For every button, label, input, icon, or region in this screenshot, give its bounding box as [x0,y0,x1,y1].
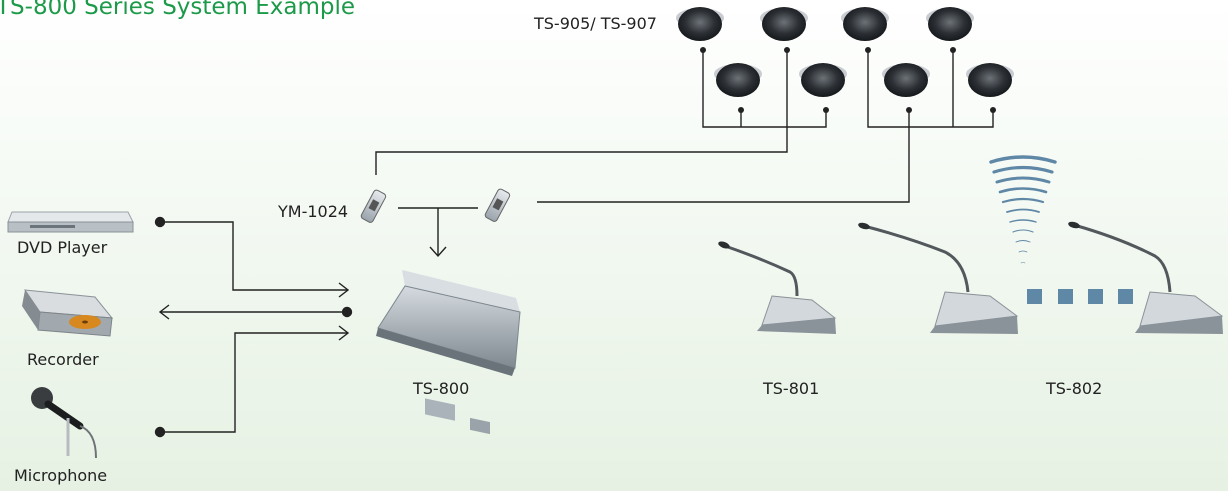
ts800-label: TS-800 [413,379,470,398]
speaker-wiring [375,50,994,203]
speaker-icon [841,7,889,53]
ts801-unit-icon [718,241,837,334]
speakers-label: TS-905/ TS-907 [534,14,657,33]
daisy-chain-dots [1027,289,1133,304]
wireless-signal-icon [989,155,1057,264]
bus-line [398,207,478,258]
recorder-icon [22,289,114,337]
dvd-player-label: DVD Player [17,238,108,257]
speaker-icon [966,63,1014,113]
speaker-icon [926,7,974,53]
ym1024-label: YM-1024 [278,202,349,221]
dvd-player-icon [7,211,134,233]
source-wiring [154,216,353,438]
microphone-label: Microphone [14,466,108,485]
speaker-icon [760,7,808,53]
ts800-unit-icon [376,270,521,435]
ts801-label: TS-801 [763,379,820,398]
microphone-icon [31,387,97,459]
ts802-unit-icon [858,222,1019,334]
ym1024-module-icon [360,189,387,223]
speaker-icon [799,63,847,113]
speaker-icon [676,7,724,53]
speaker-icon [714,63,762,113]
ym1024-module-icon [484,188,511,222]
recorder-label: Recorder [27,350,99,369]
ceiling-speakers [676,7,1014,113]
ts802-label: TS-802 [1046,379,1103,398]
diagram-title: TS-800 Series System Example [0,0,356,20]
ts802-unit-icon [1068,221,1224,334]
speaker-icon [882,63,930,113]
